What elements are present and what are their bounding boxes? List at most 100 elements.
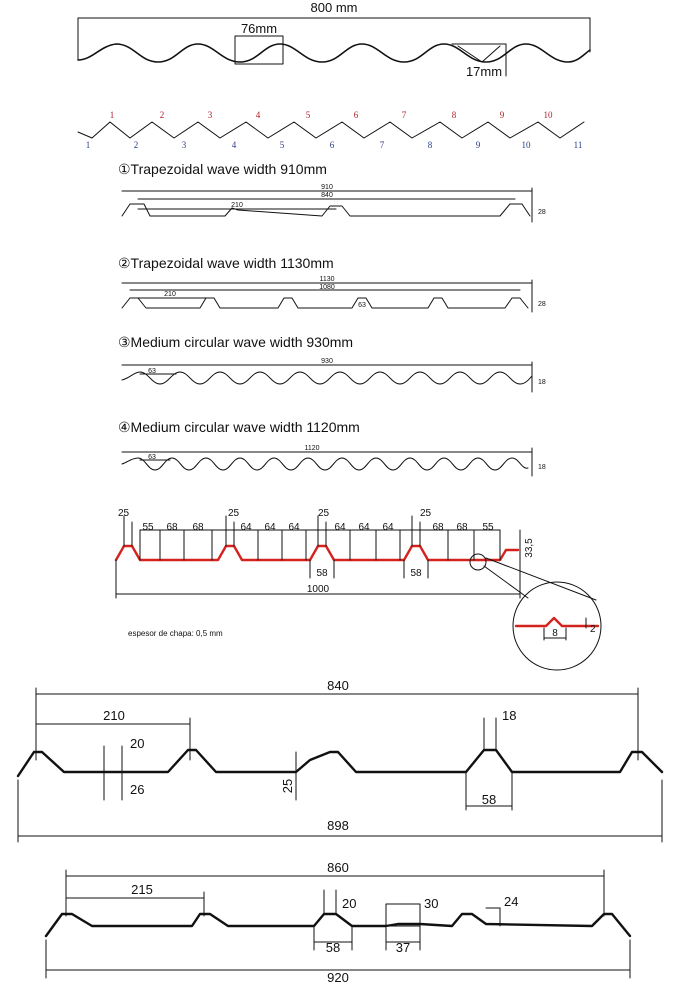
red-dim-7: 64 — [264, 522, 276, 533]
red-dim-5: 25 — [228, 508, 240, 519]
profile-1130-label-210: 210 — [164, 291, 176, 298]
p840-label-25: 25 — [280, 779, 295, 793]
p920-label-215: 215 — [131, 882, 153, 897]
p840-label-18: 18 — [502, 708, 516, 723]
upper-number-3: 3 — [208, 110, 213, 120]
red-dim-valley-1: 58 — [316, 568, 328, 579]
detail-circle — [512, 581, 602, 671]
profile-1130-title: ②Trapezoidal wave width 1130mm — [118, 255, 334, 271]
p920-label-20: 20 — [342, 896, 356, 911]
profile-930-shape — [121, 371, 533, 385]
profile-920: 860 215 20 30 24 58 37 920 — [44, 860, 632, 985]
detail-shape — [514, 616, 600, 628]
upper-number-7: 7 — [402, 110, 407, 120]
p920-label-30: 30 — [424, 896, 438, 911]
p920-box-30 — [385, 903, 421, 927]
profile-910-title: ①Trapezoidal wave width 910mm — [118, 161, 327, 177]
detail-label-8: 8 — [552, 628, 558, 639]
lower-number-11: 11 — [574, 140, 583, 150]
profile-1120-shape — [121, 457, 529, 471]
top-pitch-label: 76mm — [241, 21, 277, 36]
lower-number-6: 6 — [330, 140, 335, 150]
thickness-note: espesor de chapa: 0,5 mm — [128, 629, 223, 638]
profile-1120: ④Medium circular wave width 1120mm 1120 … — [118, 419, 546, 477]
upper-number-9: 9 — [500, 110, 505, 120]
profile-840: 840 210 20 26 25 18 58 898 — [16, 678, 664, 843]
profile-930-label-63: 63 — [148, 368, 156, 375]
p840-label-26: 26 — [130, 782, 144, 797]
red-dim-total: 1000 — [307, 584, 330, 595]
red-dim-height: 33,5 — [524, 538, 535, 558]
p840-label-898: 898 — [327, 818, 349, 833]
height-diagonal-b — [481, 45, 501, 63]
lower-number-2: 2 — [134, 140, 139, 150]
red-dim-3: 68 — [166, 522, 178, 533]
profile-910-label-210: 210 — [231, 202, 243, 209]
p920-label-920: 920 — [327, 970, 349, 985]
p920-label-24: 24 — [504, 894, 518, 909]
red-profile: 25 55 68 68 25 64 64 64 25 64 64 64 25 6… — [114, 508, 602, 671]
upper-number-2: 2 — [160, 110, 165, 120]
red-dim-11: 64 — [358, 522, 370, 533]
upper-number-1: 1 — [110, 110, 115, 120]
p920-label-37: 37 — [396, 940, 410, 955]
top-wave-line — [77, 43, 591, 63]
lower-number-9: 9 — [476, 140, 481, 150]
lower-number-4: 4 — [232, 140, 237, 150]
top-800mm-profile: 800 mm 76mm 17mm — [77, 0, 591, 79]
red-dim-15: 68 — [456, 522, 468, 533]
profile-930-title: ③Medium circular wave width 930mm — [118, 334, 353, 350]
red-profile-shape — [114, 544, 520, 562]
profile-1130: ②Trapezoidal wave width 1130mm 1130 1080… — [118, 255, 546, 313]
red-dim-9: 25 — [318, 508, 330, 519]
profile-930: ③Medium circular wave width 930mm 930 63… — [118, 334, 546, 393]
profile-1120-title: ④Medium circular wave width 1120mm — [118, 419, 360, 435]
lower-number-3: 3 — [182, 140, 187, 150]
lower-number-5: 5 — [280, 140, 285, 150]
lower-number-8: 8 — [428, 140, 433, 150]
profile-930-label-18: 18 — [538, 379, 546, 386]
profile-1120-label-1120: 1120 — [304, 445, 319, 452]
upper-number-8: 8 — [452, 110, 457, 120]
numbered-wave: 1 2 3 4 5 6 7 8 9 10 1 2 3 4 5 6 7 8 9 1… — [77, 110, 585, 150]
profile-910-label-28: 28 — [538, 209, 546, 216]
red-dim-1: 25 — [118, 508, 130, 519]
profile-1130-label-63: 63 — [358, 302, 366, 309]
detail-leader-b — [485, 557, 597, 601]
numbered-wave-line — [77, 121, 585, 139]
upper-number-6: 6 — [354, 110, 359, 120]
red-dim-12: 64 — [382, 522, 394, 533]
p920-shape — [44, 912, 632, 938]
red-dim-2: 55 — [142, 522, 154, 533]
red-dim-14: 68 — [432, 522, 444, 533]
top-overall-label: 800 mm — [311, 0, 358, 15]
detail-leader-a — [483, 565, 529, 599]
p920-label-58: 58 — [326, 940, 340, 955]
profile-910: ①Trapezoidal wave width 910mm 910 840 21… — [118, 161, 546, 223]
profile-1130-shape — [121, 297, 529, 309]
p840-shape — [16, 748, 664, 778]
height-diagonal-a — [457, 45, 483, 63]
red-dim-valley-2: 58 — [410, 568, 422, 579]
red-dim-13: 25 — [420, 508, 432, 519]
upper-number-10: 10 — [544, 110, 554, 120]
red-dim-10: 64 — [334, 522, 346, 533]
red-dim-4: 68 — [192, 522, 204, 533]
profile-1130-label-1080: 1080 — [319, 284, 335, 291]
red-dim-8: 64 — [288, 522, 300, 533]
detail-marker — [469, 553, 487, 571]
red-dim-6: 64 — [240, 522, 252, 533]
profile-1130-label-1130: 1130 — [319, 276, 334, 283]
pitch-box — [234, 35, 284, 65]
profile-930-label-930: 930 — [321, 358, 333, 365]
upper-number-5: 5 — [306, 110, 311, 120]
p840-label-20: 20 — [130, 736, 144, 751]
detail-label-2: 2 — [590, 624, 596, 635]
lower-number-10: 10 — [522, 140, 532, 150]
p840-label-210: 210 — [103, 708, 125, 723]
upper-number-4: 4 — [256, 110, 261, 120]
p920-label-860: 860 — [327, 860, 349, 875]
profile-1120-label-63: 63 — [148, 454, 156, 461]
profile-910-label-910: 910 — [321, 184, 333, 191]
